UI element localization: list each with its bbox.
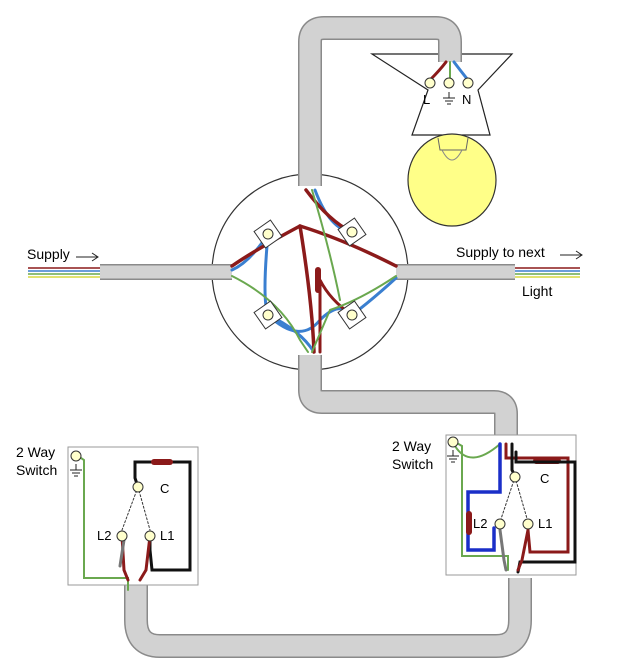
left-switch-L1-label: L1 [160, 528, 175, 543]
right-switch-title-line2: Switch [392, 456, 434, 472]
lamp-live-label: L [423, 92, 431, 107]
light-bulb [407, 133, 497, 227]
left-switch-terminal-L1 [144, 530, 156, 542]
left-switch-earth-terminal [70, 450, 82, 462]
terminal-block-top-left [253, 219, 283, 249]
junction-box [211, 173, 409, 371]
left-switch-L2-label: L2 [97, 528, 112, 543]
left-switch-title-line1: 2 Way [16, 444, 56, 460]
lamp-neutral-label: N [462, 92, 472, 107]
left-switch [67, 446, 199, 591]
right-switch-C-label: C [540, 471, 550, 486]
right-switch-L2-label: L2 [473, 516, 488, 531]
supply-next-label: Supply to next [456, 244, 545, 260]
lamp-earth-icon [443, 92, 455, 105]
right-switch-terminal-L1 [522, 518, 534, 530]
cables [100, 16, 532, 658]
supply-label: Supply [27, 246, 70, 262]
right-switch-terminal-L2 [494, 518, 506, 530]
terminal-block-top-right [337, 217, 367, 247]
right-switch-earth-icon [447, 450, 459, 463]
left-switch-C-label: C [160, 481, 170, 496]
lamp-terminal-earth [443, 77, 455, 89]
left-switch-title-line2: Switch [16, 462, 58, 478]
lamp-terminals [424, 77, 474, 105]
supply-next-arrow-icon [560, 250, 583, 260]
lamp-terminal-live [424, 77, 436, 89]
right-switch-terminal-C [509, 471, 521, 483]
lamp-terminal-neutral [462, 77, 474, 89]
arrows [76, 250, 583, 262]
left-switch-terminal-L2 [116, 530, 128, 542]
right-switch-title-line1: 2 Way [392, 438, 432, 454]
left-switch-terminal-C [132, 481, 144, 493]
terminal-block-bottom-left [253, 300, 283, 330]
junction-terminals [253, 217, 367, 330]
right-switch-earth-terminal [447, 436, 459, 448]
lamp-holder [369, 53, 514, 136]
light-label: Light [522, 283, 553, 299]
left-switch-earth-icon [70, 464, 82, 477]
supply-arrow-icon [76, 252, 99, 262]
terminal-block-bottom-right [337, 300, 367, 330]
right-switch-L1-label: L1 [538, 516, 553, 531]
right-switch [445, 434, 577, 576]
supply-wire-ends [28, 267, 580, 278]
left-switch-plate [67, 446, 199, 586]
